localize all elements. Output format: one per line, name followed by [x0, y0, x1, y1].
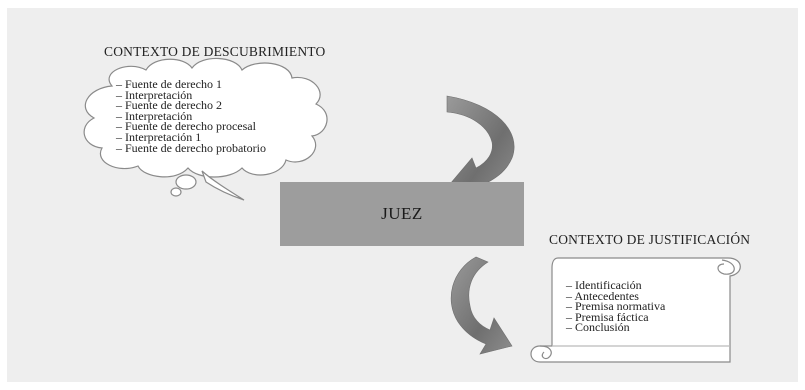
discovery-list-item: – Fuente de derecho procesal: [116, 119, 256, 134]
justification-context-title: CONTEXTO DE JUSTIFICACIÓN: [549, 232, 751, 247]
justification-list: – Identificación – Antecedentes – Premis…: [566, 278, 666, 335]
curved-arrow-down-right-icon: [450, 256, 513, 355]
discovery-list-item: – Fuente de derecho probatorio: [116, 140, 266, 155]
justification-list-item: – Conclusión: [566, 320, 630, 335]
justification-list-item: – Premisa normativa: [566, 299, 666, 314]
discovery-list-item: – Interpretación: [116, 87, 193, 102]
justification-list-item: – Premisa fáctica: [566, 309, 649, 324]
curved-arrow-down-left-icon: [446, 95, 515, 197]
discovery-list: – Fuente de derecho 1 – Interpretación –…: [116, 77, 266, 155]
discovery-context-title: CONTEXTO DE DESCUBRIMIENTO: [104, 44, 326, 59]
scroll-document-icon: [530, 257, 741, 363]
thought-cloud-icon: [83, 57, 328, 201]
judge-label: JUEZ: [381, 204, 423, 223]
justification-list-item: – Identificación: [566, 278, 642, 292]
discovery-list-item: – Fuente de derecho 2: [116, 98, 222, 113]
justification-list-item: – Antecedentes: [566, 288, 639, 303]
discovery-list-item: – Interpretación 1: [116, 129, 202, 144]
discovery-list-item: – Fuente de derecho 1: [116, 77, 222, 91]
discovery-list-item: – Interpretación: [116, 108, 193, 123]
judge-box: JUEZ: [280, 182, 524, 246]
